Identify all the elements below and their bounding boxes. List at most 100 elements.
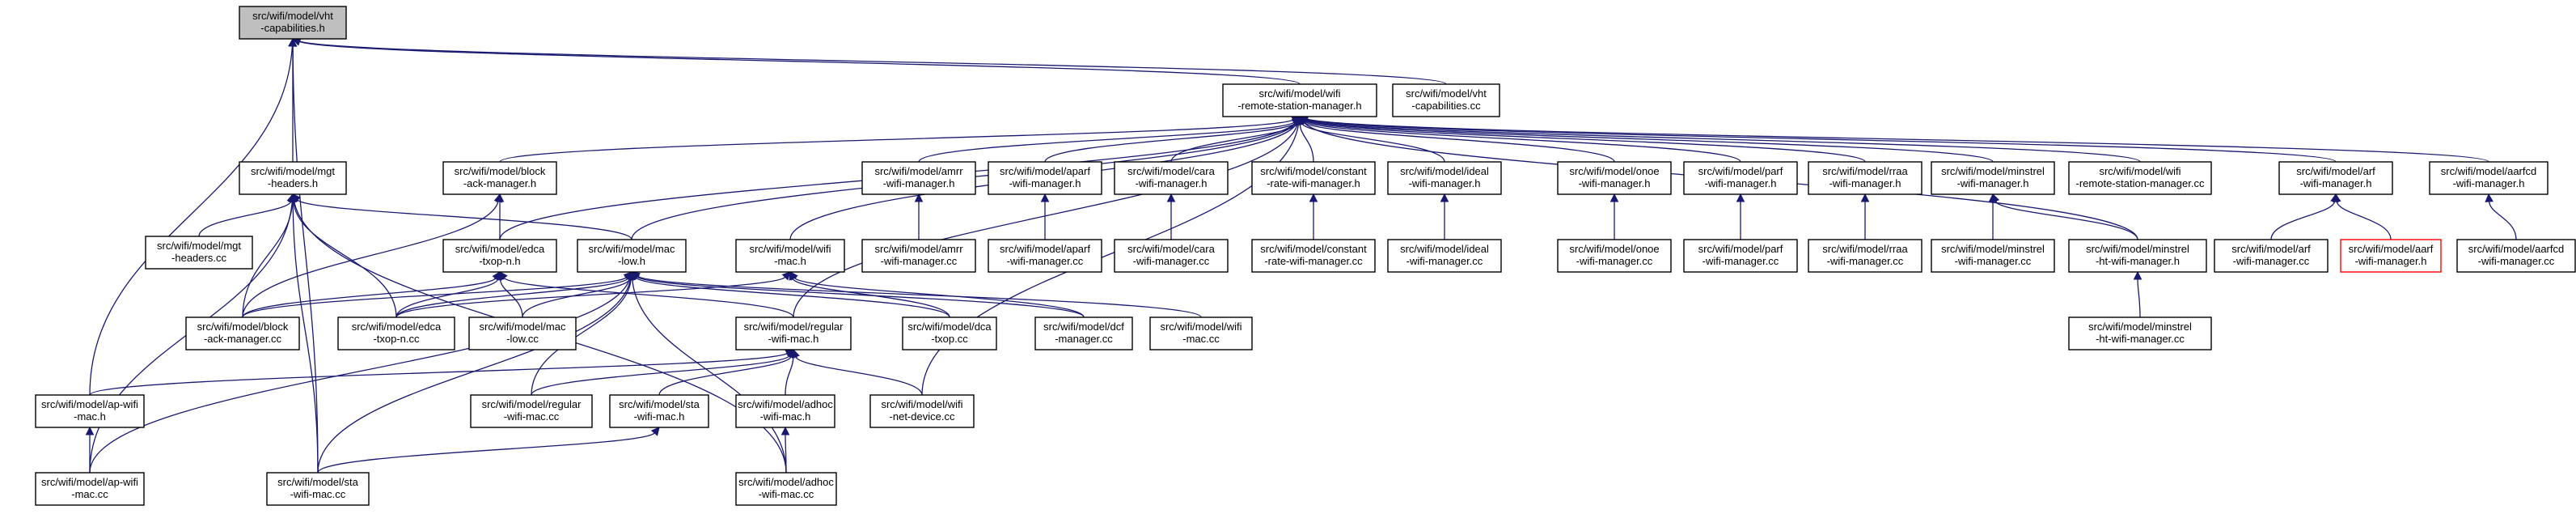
edge-line [531, 278, 632, 396]
parf-wifi-manager-h-node[interactable]: src/wifi/model/parf-wifi-manager.h [1683, 161, 1798, 195]
wifi-mac-cc-node[interactable]: src/wifi/model/wifi-mac.cc [1149, 316, 1253, 350]
vht-capabilities-h-node[interactable]: src/wifi/model/vht-capabilities.h [239, 6, 347, 40]
edge-line [89, 45, 294, 396]
amrr-wifi-manager-h-node[interactable]: src/wifi/model/amrr-wifi-manager.h [861, 161, 976, 195]
node-label-line: -low.cc [506, 333, 539, 345]
edge-line [1306, 118, 2489, 163]
edge-line [198, 201, 292, 237]
aparf-wifi-manager-h-node[interactable]: src/wifi/model/aparf-wifi-manager.h [988, 161, 1102, 195]
node-box [1251, 239, 1376, 273]
dependency-edge [1991, 193, 2138, 240]
node-label-line: src/wifi/model/constant [1260, 165, 1367, 177]
dependency-edge [1736, 193, 1745, 240]
node-box [1392, 83, 1500, 117]
block-ack-manager-h-node[interactable]: src/wifi/model/block-ack-manager.h [442, 161, 557, 195]
arrowhead-icon [1736, 193, 1745, 202]
mgt-headers-h-node[interactable]: src/wifi/model/mgt-headers.h [239, 161, 347, 195]
cara-wifi-manager-h-node[interactable]: src/wifi/model/cara-wifi-manager.h [1114, 161, 1229, 195]
wifi-net-device-cc-node[interactable]: src/wifi/model/wifi-net-device.cc [869, 394, 975, 428]
onoe-wifi-manager-h-node[interactable]: src/wifi/model/onoe-wifi-manager.h [1557, 161, 1672, 195]
node-label-line: -wifi-mac.h [768, 333, 819, 345]
remote-station-manager-h-node[interactable]: src/wifi/model/wifi-remote-station-manag… [1222, 83, 1377, 117]
constant-rate-wifi-manager-h-node[interactable]: src/wifi/model/constant-rate-wifi-manage… [1251, 161, 1376, 195]
amrr-wifi-manager-cc-node[interactable]: src/wifi/model/amrr-wifi-manager.cc [861, 239, 976, 273]
node-box [1114, 239, 1229, 273]
node-box [735, 394, 835, 428]
parf-wifi-manager-cc-node[interactable]: src/wifi/model/parf-wifi-manager.cc [1683, 239, 1798, 273]
minstrel-ht-wifi-manager-h-node[interactable]: src/wifi/model/minstrel-ht-wifi-manager.… [2068, 239, 2207, 273]
node-label-line: src/wifi/model/ap-wifi [41, 476, 138, 488]
dependency-edge [1440, 193, 1449, 240]
dependency-edge [1166, 193, 1176, 240]
dcf-manager-cc-node[interactable]: src/wifi/model/dcf-manager.cc [1034, 316, 1133, 350]
wifi-mac-h-node[interactable]: src/wifi/model/wifi-mac.h [735, 239, 845, 273]
node-box [861, 239, 976, 273]
node-box [577, 239, 687, 273]
regular-wifi-mac-h-node[interactable]: src/wifi/model/regular-wifi-mac.h [735, 316, 852, 350]
dependency-edge [631, 271, 1202, 318]
node-label-line: -ht-wifi-manager.cc [2096, 333, 2185, 345]
ap-wifi-mac-cc-node[interactable]: src/wifi/model/ap-wifi-mac.cc [35, 472, 145, 506]
edge-line [242, 278, 497, 318]
minstrel-wifi-manager-cc-node[interactable]: src/wifi/model/minstrel-wifi-manager.cc [1931, 239, 2055, 273]
block-ack-manager-cc-node[interactable]: src/wifi/model/block-ack-manager.cc [185, 316, 300, 350]
edca-txop-n-cc-node[interactable]: src/wifi/model/edca-txop-n.cc [337, 316, 455, 350]
ideal-wifi-manager-cc-node[interactable]: src/wifi/model/ideal-wifi-manager.cc [1387, 239, 1502, 273]
arrowhead-icon [2133, 270, 2142, 280]
dca-txop-cc-node[interactable]: src/wifi/model/dca-txop.cc [902, 316, 997, 350]
onoe-wifi-manager-cc-node[interactable]: src/wifi/model/onoe-wifi-manager.cc [1557, 239, 1672, 273]
node-label-line: -wifi-manager.cc [1703, 255, 1779, 267]
adhoc-wifi-mac-h-node[interactable]: src/wifi/model/adhoc-wifi-mac.h [735, 394, 835, 428]
dependency-edge [1860, 193, 1870, 240]
rraa-wifi-manager-cc-node[interactable]: src/wifi/model/rraa-wifi-manager.cc [1808, 239, 1922, 273]
aarfcd-wifi-manager-h-node[interactable]: src/wifi/model/aarfcd-wifi-manager.h [2429, 161, 2549, 195]
edge-line [395, 278, 629, 318]
node-label-line: -ack-manager.h [463, 177, 536, 189]
mgt-headers-cc-node[interactable]: src/wifi/model/mgt-headers.cc [145, 236, 253, 270]
aarf-wifi-manager-h-node[interactable]: src/wifi/model/aarf-wifi-manager.h [2340, 239, 2442, 273]
dependency-edge [395, 271, 791, 318]
constant-rate-wifi-manager-cc-node[interactable]: src/wifi/model/constant-rate-wifi-manage… [1251, 239, 1376, 273]
node-label-line: src/wifi/model/amrr [874, 165, 963, 177]
ideal-wifi-manager-h-node[interactable]: src/wifi/model/ideal-wifi-manager.h [1387, 161, 1502, 195]
node-label-line: src/wifi/model/wifi [1258, 87, 1340, 100]
rraa-wifi-manager-h-node[interactable]: src/wifi/model/rraa-wifi-manager.h [1808, 161, 1922, 195]
arf-wifi-manager-cc-node[interactable]: src/wifi/model/arf-wifi-manager.cc [2214, 239, 2329, 273]
node-label-line: -remote-station-manager.cc [2076, 177, 2205, 189]
node-label-line: src/wifi/model/sta [277, 476, 358, 488]
mac-low-h-node[interactable]: src/wifi/model/mac-low.h [577, 239, 687, 273]
node-box [735, 472, 837, 506]
aarfcd-wifi-manager-cc-node[interactable]: src/wifi/model/aarfcd-wifi-manager.cc [2456, 239, 2576, 273]
edca-txop-n-h-node[interactable]: src/wifi/model/edca-txop-n.h [442, 239, 557, 273]
node-label-line: src/wifi/model/minstrel [1941, 165, 2045, 177]
arrowhead-icon [1040, 193, 1050, 202]
arf-wifi-manager-h-node[interactable]: src/wifi/model/arf-wifi-manager.h [2278, 161, 2393, 195]
node-label-line: -capabilities.h [260, 22, 325, 34]
minstrel-wifi-manager-h-node[interactable]: src/wifi/model/minstrel-wifi-manager.h [1931, 161, 2055, 195]
sta-wifi-mac-cc-node[interactable]: src/wifi/model/sta-wifi-mac.cc [266, 472, 370, 506]
node-box [2340, 239, 2442, 273]
mac-low-cc-node[interactable]: src/wifi/model/mac-low.cc [468, 316, 577, 350]
vht-capabilities-cc-node[interactable]: src/wifi/model/vht-capabilities.cc [1392, 83, 1500, 117]
node-label-line: src/wifi/model/minstrel [2086, 243, 2189, 255]
node-box [239, 161, 347, 195]
node-label-line: src/wifi/model/wifi [1160, 321, 1241, 333]
node-label-line: src/wifi/model/sta [619, 398, 700, 410]
edge-line [637, 275, 1202, 318]
adhoc-wifi-mac-cc-node[interactable]: src/wifi/model/adhoc-wifi-mac.cc [735, 472, 837, 506]
regular-wifi-mac-cc-node[interactable]: src/wifi/model/regular-wifi-mac.cc [470, 394, 593, 428]
edge-line [292, 201, 319, 474]
aparf-wifi-manager-cc-node[interactable]: src/wifi/model/aparf-wifi-manager.cc [988, 239, 1102, 273]
node-box [1683, 239, 1798, 273]
dependency-edge [317, 427, 660, 474]
node-box [1683, 161, 1798, 195]
node-box [2068, 239, 2207, 273]
cara-wifi-manager-cc-node[interactable]: src/wifi/model/cara-wifi-manager.cc [1114, 239, 1229, 273]
edge-line [1305, 119, 1994, 163]
node-label-line: src/wifi/model/rraa [1822, 165, 1908, 177]
remote-station-manager-cc-node[interactable]: src/wifi/model/wifi-remote-station-manag… [2068, 161, 2212, 195]
node-label-line: src/wifi/model/dca [907, 321, 992, 333]
sta-wifi-mac-h-node[interactable]: src/wifi/model/sta-wifi-mac.h [609, 394, 709, 428]
minstrel-ht-wifi-manager-cc-node[interactable]: src/wifi/model/minstrel-ht-wifi-manager.… [2068, 316, 2212, 350]
ap-wifi-mac-h-node[interactable]: src/wifi/model/ap-wifi-mac.h [35, 394, 145, 428]
